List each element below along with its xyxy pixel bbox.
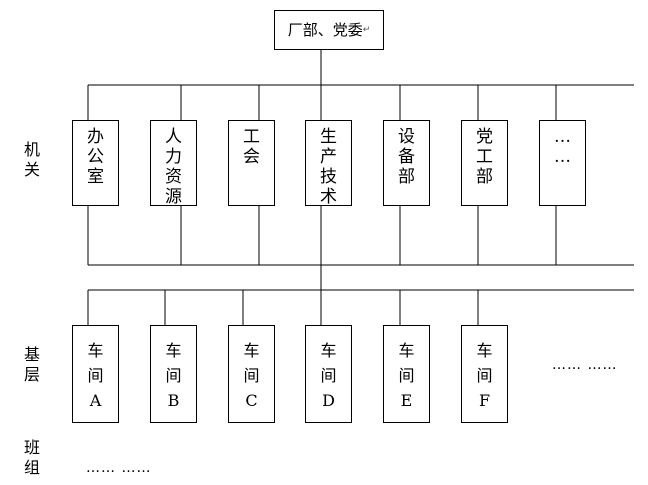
paragraph-mark-icon: ↵ bbox=[362, 25, 371, 35]
side-label-workshops: 基层 bbox=[24, 345, 41, 384]
office-box-3-label: 工会 bbox=[243, 127, 260, 167]
top-node-label: 厂部、党委 bbox=[287, 21, 363, 39]
team-ellipsis: …… …… bbox=[86, 460, 152, 476]
office-box-1-label: 办公室 bbox=[87, 127, 104, 187]
office-box-7: …… bbox=[539, 120, 586, 206]
office-box-4-label: 生产技术 bbox=[320, 127, 337, 206]
office-box-6-label: 党工部 bbox=[476, 127, 493, 187]
side-label-teams: 班组 bbox=[24, 438, 41, 477]
workshop-ellipsis: …… …… bbox=[552, 357, 618, 373]
office-box-7-label: …… bbox=[554, 127, 571, 167]
office-box-3: 工会 bbox=[228, 120, 275, 206]
office-box-6: 党工部 bbox=[461, 120, 508, 206]
office-box-2-label: 人力资源 bbox=[165, 127, 182, 206]
office-box-4: 生产技术 bbox=[305, 120, 352, 206]
office-box-1: 办公室 bbox=[72, 120, 119, 206]
office-box-5-label: 设备部 bbox=[398, 127, 415, 187]
top-node: 厂部、党委↵ bbox=[274, 10, 384, 50]
side-label-offices: 机关 bbox=[24, 140, 41, 179]
office-box-5: 设备部 bbox=[383, 120, 430, 206]
office-box-2: 人力资源 bbox=[150, 120, 197, 206]
